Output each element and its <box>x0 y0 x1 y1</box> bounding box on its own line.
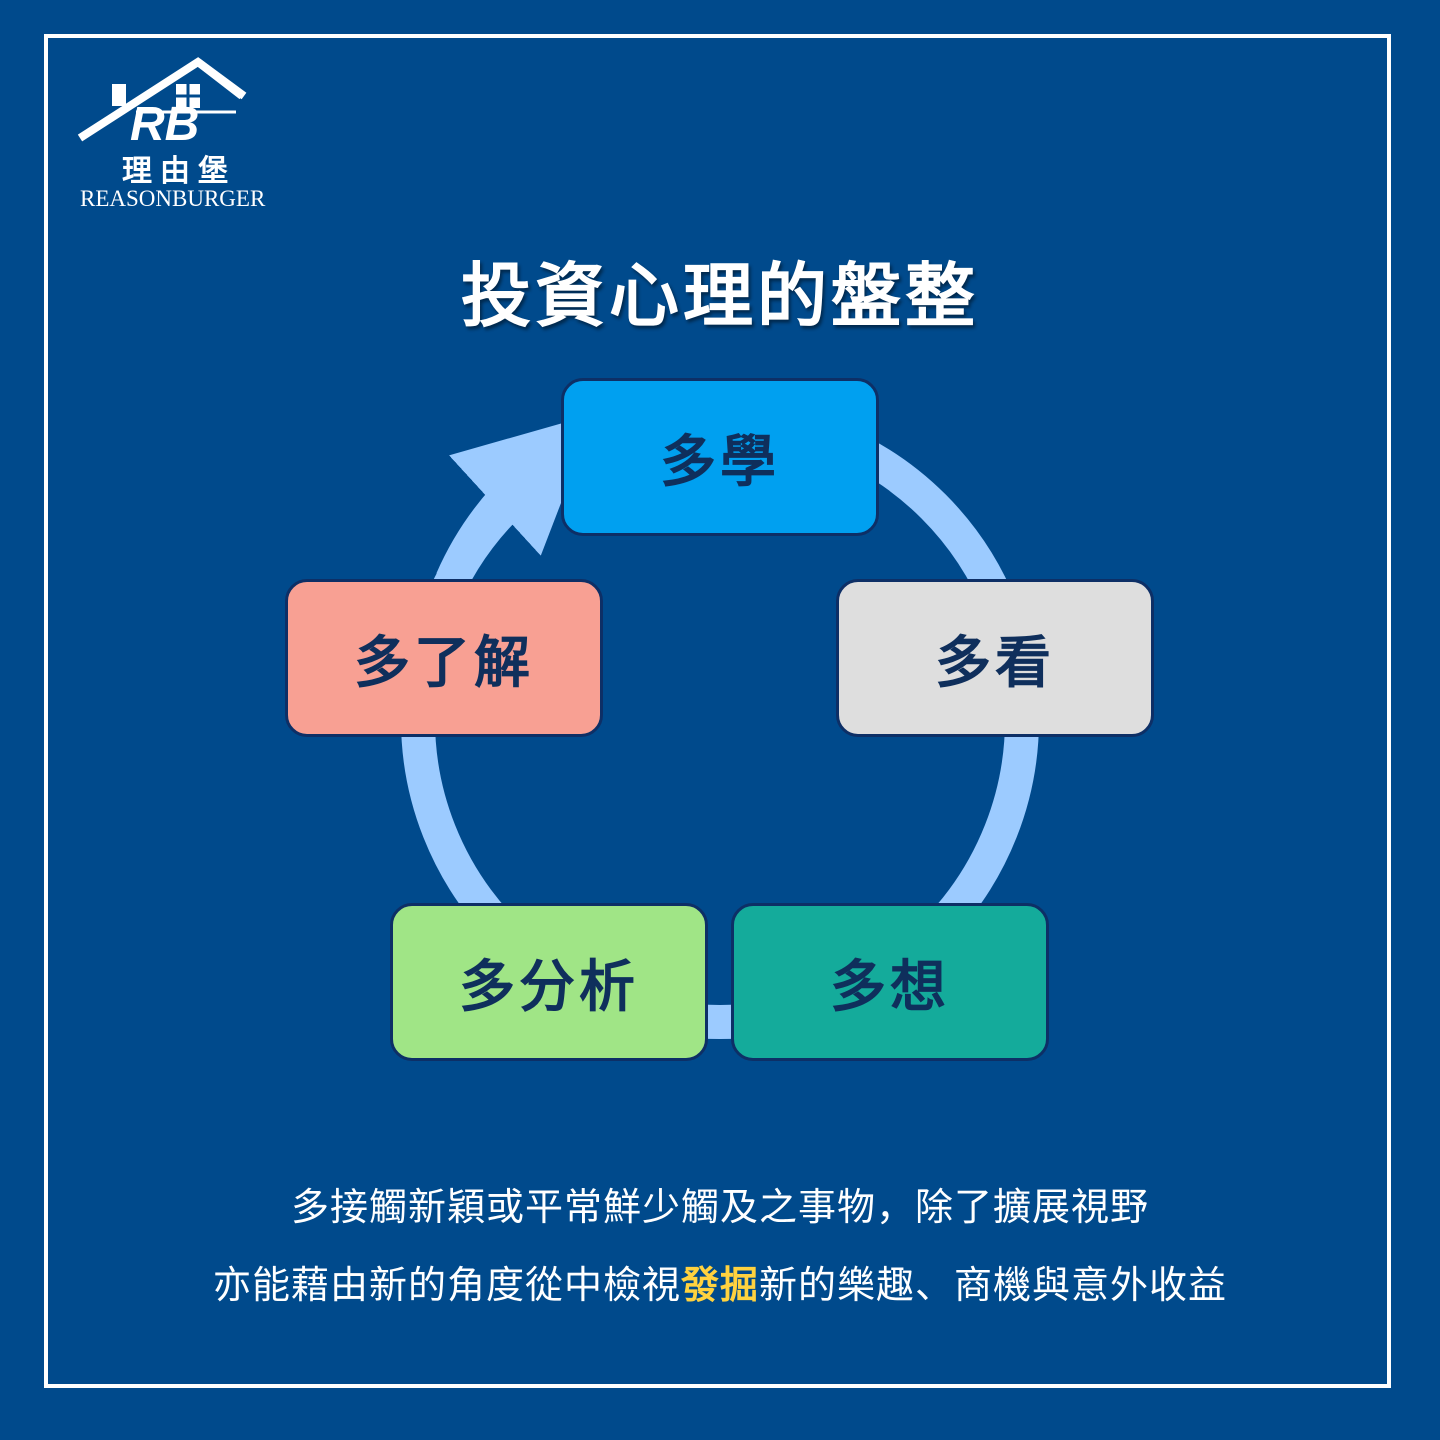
node-see-label: 多看 <box>935 630 1055 696</box>
description-line-2-start: 亦能藉由新的角度從中檢視 <box>212 1263 681 1307</box>
brand-logo: RB 理由堡 REASONBURGER <box>76 56 286 216</box>
node-analyze-label: 多分析 <box>459 954 639 1020</box>
page-title: 投資心理的盤整 <box>461 255 979 337</box>
page-border <box>44 34 1391 1388</box>
node-learn-label: 多學 <box>660 429 780 495</box>
node-see: 多看 <box>836 579 1154 737</box>
node-analyze: 多分析 <box>390 903 708 1061</box>
description-line-1: 多接觸新穎或平常鮮少觸及之事物，除了擴展視野 <box>290 1185 1149 1229</box>
description-line-2-end: 新的樂趣、商機與意外收益 <box>759 1263 1228 1307</box>
logo-name-cn: 理由堡 <box>122 154 236 189</box>
description-highlight: 發掘 <box>680 1263 759 1307</box>
node-think-label: 多想 <box>830 954 950 1020</box>
logo-mark-text: RB <box>130 98 199 151</box>
node-learn: 多學 <box>561 378 879 536</box>
node-understand-label: 多了解 <box>354 630 534 696</box>
node-understand: 多了解 <box>285 579 603 737</box>
node-think: 多想 <box>731 903 1049 1061</box>
description-line-2: 亦能藉由新的角度從中檢視發掘新的樂趣、商機與意外收益 <box>0 1254 1440 1309</box>
cycle-arrow <box>436 413 596 588</box>
house-icon: RB <box>77 57 247 151</box>
logo-name-en: REASONBURGER <box>80 186 266 211</box>
